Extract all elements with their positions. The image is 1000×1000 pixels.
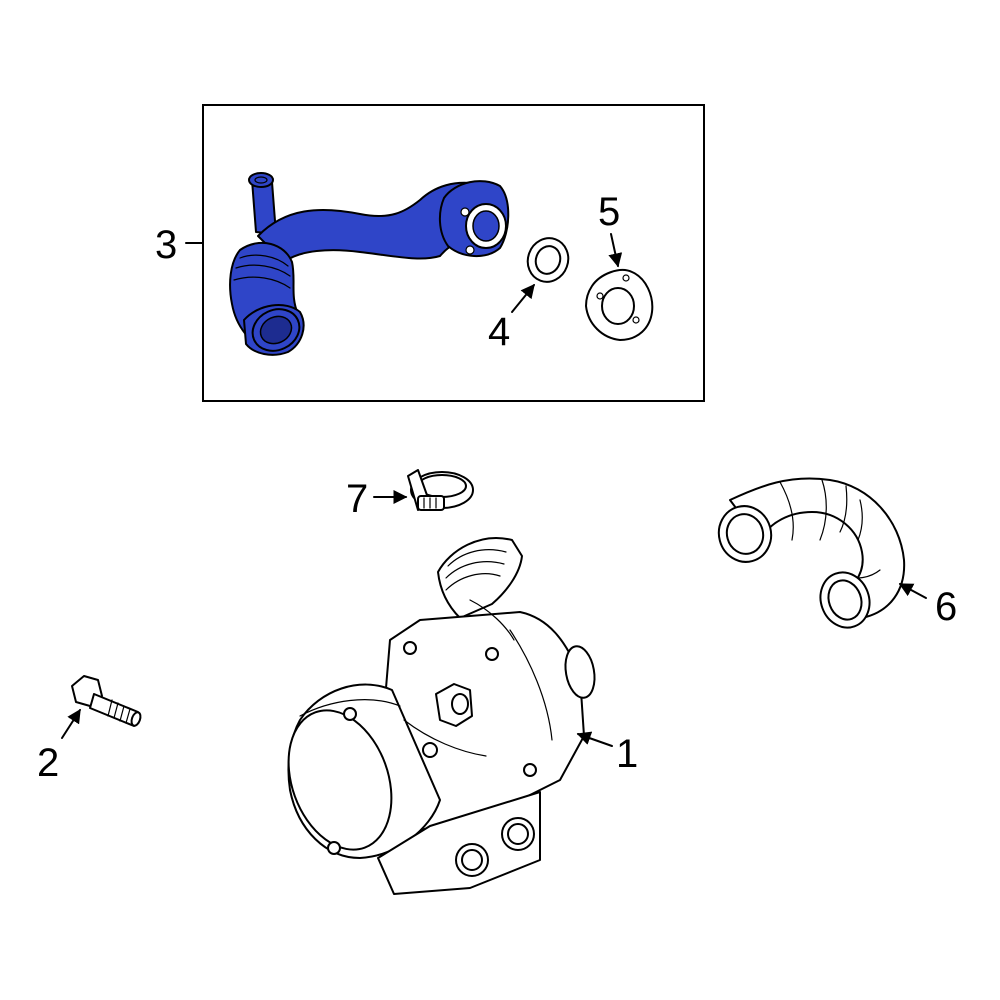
callout-3: 3: [155, 223, 177, 267]
callout-2: 2: [37, 741, 59, 785]
callout-7: 7: [346, 477, 368, 521]
part-7-hose-clamp[interactable]: [407, 469, 474, 511]
part-4-o-ring[interactable]: [522, 232, 575, 287]
callout-1: 1: [616, 732, 638, 776]
part-3-coolant-pipe[interactable]: [229, 172, 510, 358]
leader-1: [576, 731, 613, 747]
callout-6: 6: [935, 585, 957, 629]
leader-2: [61, 708, 81, 739]
leader-4: [511, 283, 535, 313]
leader-6: [898, 583, 927, 599]
part-2-bolt[interactable]: [71, 675, 142, 727]
leader-5: [608, 233, 623, 268]
callout-4: 4: [488, 310, 510, 354]
part-1-water-pump[interactable]: [270, 537, 598, 895]
inset-box: [202, 104, 705, 402]
part-5-gasket[interactable]: [585, 268, 654, 341]
callout-5: 5: [598, 190, 620, 234]
part-6-curved-hose[interactable]: [713, 477, 906, 634]
